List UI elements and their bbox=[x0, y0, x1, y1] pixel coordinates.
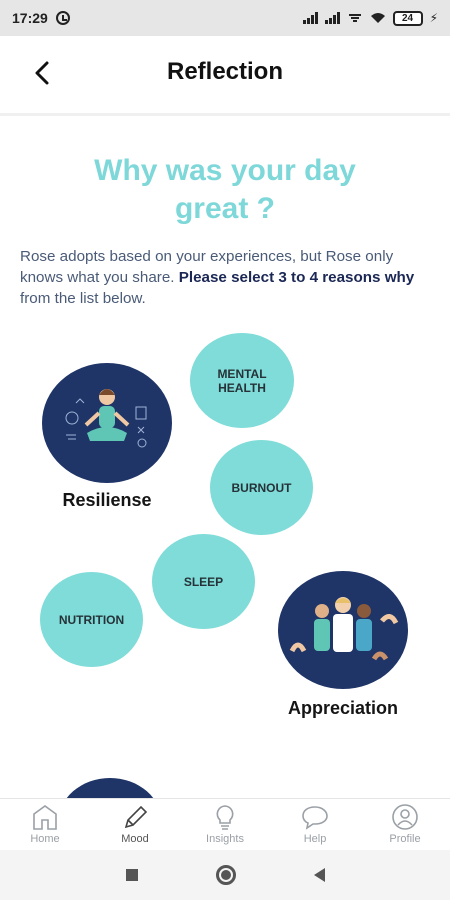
user-icon bbox=[392, 804, 418, 830]
battery-level: 24 bbox=[402, 12, 414, 24]
wifi-icon bbox=[370, 13, 385, 23]
charging-bolt-icon: ⚡ bbox=[429, 11, 438, 25]
resiliense-option[interactable] bbox=[42, 363, 172, 483]
burnout-option[interactable]: BURNOUT bbox=[210, 440, 313, 535]
nutrition-option[interactable]: NUTRITION bbox=[40, 572, 143, 667]
intro-text-part-2: from the list below. bbox=[20, 290, 146, 307]
resiliense-label: Resiliense bbox=[62, 490, 152, 510]
home-system-icon[interactable] bbox=[215, 865, 236, 885]
pencil-icon bbox=[124, 805, 148, 829]
question-line-2: great ? bbox=[174, 192, 276, 225]
home-icon bbox=[33, 805, 57, 830]
signal-icon-2 bbox=[324, 12, 340, 24]
meditation-illustration-icon bbox=[65, 389, 147, 448]
chevron-left-icon bbox=[35, 61, 49, 85]
nav-insights-label: Insights bbox=[206, 833, 244, 845]
intro-bold-instruction: Please select 3 to 4 reasons why bbox=[178, 269, 415, 286]
back-system-icon[interactable] bbox=[313, 868, 325, 882]
recent-apps-icon[interactable] bbox=[125, 869, 138, 881]
signal-icon bbox=[302, 12, 318, 24]
nav-home-label: Home bbox=[30, 833, 60, 845]
intro-text: Rose adopts based on your experiences, b… bbox=[20, 246, 432, 309]
nav-insights[interactable]: Insights bbox=[180, 799, 270, 850]
nav-help[interactable]: Help bbox=[270, 799, 360, 850]
sleep-option[interactable]: SLEEP bbox=[152, 534, 255, 629]
status-time: 17:29 bbox=[12, 10, 48, 26]
app-header: Reflection bbox=[0, 36, 450, 116]
nav-profile[interactable]: Profile bbox=[360, 799, 450, 850]
appreciation-option[interactable] bbox=[278, 571, 408, 689]
intro-text-part-1: Rose adopts based on your experiences, b… bbox=[20, 248, 394, 286]
question-title: Why was your day great ? bbox=[40, 152, 410, 228]
back-button[interactable] bbox=[28, 58, 58, 88]
healthcare-team-illustration-icon bbox=[289, 597, 399, 661]
question-line-1: Why was your day bbox=[94, 154, 356, 187]
battery-icon: 24 bbox=[392, 10, 423, 26]
lightbulb-icon bbox=[216, 805, 234, 830]
bottom-nav: Home Mood Insights Help Profile bbox=[0, 798, 450, 850]
nav-mood[interactable]: Mood bbox=[90, 799, 180, 850]
data-transfer-icon bbox=[348, 14, 361, 22]
mental-health-option[interactable]: MENTAL HEALTH bbox=[190, 333, 294, 428]
status-bar: 17:29 24 ⚡ bbox=[0, 0, 450, 36]
chat-bubble-icon bbox=[302, 806, 328, 830]
nav-home[interactable]: Home bbox=[0, 799, 90, 850]
appreciation-label: Appreciation bbox=[287, 698, 398, 718]
nav-profile-label: Profile bbox=[389, 833, 421, 845]
page-title: Reflection bbox=[166, 58, 283, 85]
alarm-icon bbox=[55, 11, 70, 25]
status-icons: 24 ⚡ bbox=[302, 10, 438, 26]
nav-help-label: Help bbox=[303, 833, 327, 845]
system-nav-bar bbox=[0, 850, 450, 900]
nav-mood-label: Mood bbox=[121, 833, 149, 845]
